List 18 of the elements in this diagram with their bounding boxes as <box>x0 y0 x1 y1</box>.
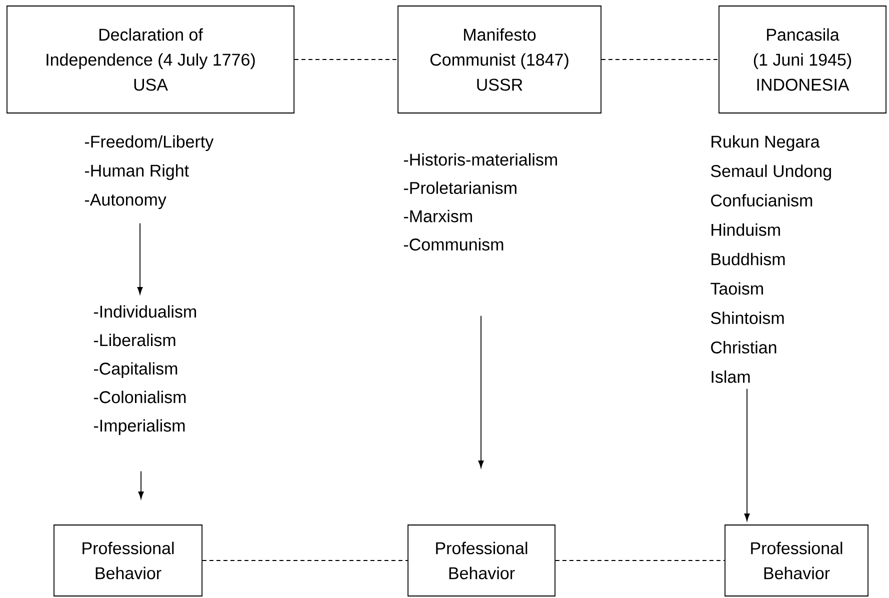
term-list: Rukun Negara Semaul Undong Confucianism Hinduism Buddhism Taoism Shintoism Christian Islam <box>710 135 831 383</box>
text-box: Professional Behavior <box>724 524 868 596</box>
term-list: -Freedom/Liberty -Human Right -Autonomy <box>84 135 214 210</box>
term-list: -Individualism -Liberalism -Capitalism -Colonialism -Imperialism <box>94 305 196 436</box>
text-box: Declaration of Independence (4 July 1776) USA <box>6 6 294 114</box>
dashed-line <box>294 59 398 60</box>
arrow <box>744 388 750 521</box>
arrow <box>137 222 143 294</box>
dashed-line <box>555 560 725 561</box>
text-box: Professional Behavior <box>54 524 202 596</box>
term-list: -Historis-materialism -Proletarianism -Marxism -Communism <box>404 153 557 251</box>
arrow <box>138 470 144 499</box>
text-box: Manifesto Communist (1847) USSR <box>398 6 602 114</box>
text-box: Professional Behavior <box>408 524 556 596</box>
dashed-line <box>601 59 719 60</box>
text-box: Pancasila (1 Juni 1945) INDONESIA <box>718 6 886 114</box>
dashed-line <box>202 560 408 561</box>
arrow <box>478 315 484 468</box>
